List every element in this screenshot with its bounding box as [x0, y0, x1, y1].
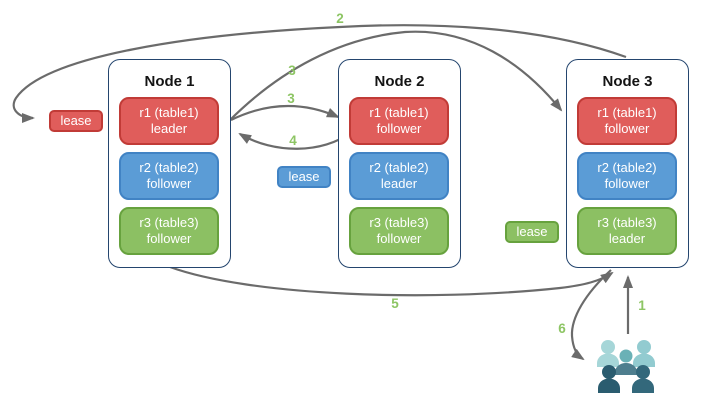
- step-label-2: 2: [336, 11, 344, 26]
- replica-name: r3 (table3): [369, 215, 429, 230]
- node-1-replica-r2: r2 (table2) follower: [119, 152, 219, 200]
- step-label-6: 6: [558, 321, 566, 336]
- step-label-1: 1: [638, 298, 646, 313]
- replica-name: r1 (table1): [369, 105, 429, 120]
- replica-role: follower: [376, 121, 422, 136]
- replica-name: r2 (table2): [139, 160, 199, 175]
- node-3-title: Node 3: [602, 73, 653, 90]
- lease-badge-red: lease: [49, 110, 103, 132]
- replica-role: leader: [150, 121, 188, 136]
- node-3-replica-r1: r1 (table1) follower: [577, 97, 677, 145]
- replica-name: r3 (table3): [139, 215, 199, 230]
- arrow-step-3-to-node3: [228, 30, 563, 122]
- step-label-4: 4: [289, 133, 297, 148]
- replica-role: follower: [604, 176, 650, 191]
- replica-name: r1 (table1): [139, 105, 199, 120]
- replica-name: r3 (table3): [597, 215, 657, 230]
- node-2-replica-r1: r1 (table1) follower: [349, 97, 449, 145]
- replica-name: r2 (table2): [369, 160, 429, 175]
- person-icon: [597, 340, 619, 367]
- arrow-step-5: [169, 265, 614, 297]
- node-2-replica-r3: r3 (table3) follower: [349, 207, 449, 255]
- node-2-box: Node 2 r1 (table1) follower r2 (table2) …: [338, 59, 461, 268]
- node-1-title: Node 1: [144, 73, 195, 90]
- node-3-replica-r2: r2 (table2) follower: [577, 152, 677, 200]
- replica-role: leader: [608, 231, 646, 246]
- replica-role: leader: [380, 176, 418, 191]
- node-1-box: Node 1 r1 (table1) leader r2 (table2) fo…: [108, 59, 231, 268]
- person-icon: [632, 365, 654, 393]
- users-group-icon: [597, 340, 655, 393]
- node-2-title: Node 2: [374, 73, 425, 90]
- replica-name: r1 (table1): [597, 105, 657, 120]
- arrow-step-2: [12, 24, 627, 123]
- lease-badge-blue: lease: [277, 166, 331, 188]
- person-icon: [615, 349, 637, 375]
- person-icon: [633, 340, 655, 367]
- step-label-3-to-node2: 3: [287, 91, 295, 106]
- node-1-replica-r1: r1 (table1) leader: [119, 97, 219, 145]
- replica-role: follower: [146, 176, 192, 191]
- node-2-replica-r2: r2 (table2) leader: [349, 152, 449, 200]
- replica-name: r2 (table2): [597, 160, 657, 175]
- person-icon: [598, 365, 620, 393]
- arrow-step-3-to-node2: [230, 105, 340, 121]
- node-3-box: Node 3 r1 (table1) follower r2 (table2) …: [566, 59, 689, 268]
- replica-role: follower: [376, 231, 422, 246]
- step-label-5: 5: [391, 296, 399, 311]
- node-3-replica-r3: r3 (table3) leader: [577, 207, 677, 255]
- replica-role: follower: [146, 231, 192, 246]
- step-label-3-to-node3: 3: [288, 63, 296, 78]
- lease-badge-green: lease: [505, 221, 559, 243]
- arrow-step-6: [570, 269, 612, 361]
- node-1-replica-r3: r3 (table3) follower: [119, 207, 219, 255]
- replica-role: follower: [604, 121, 650, 136]
